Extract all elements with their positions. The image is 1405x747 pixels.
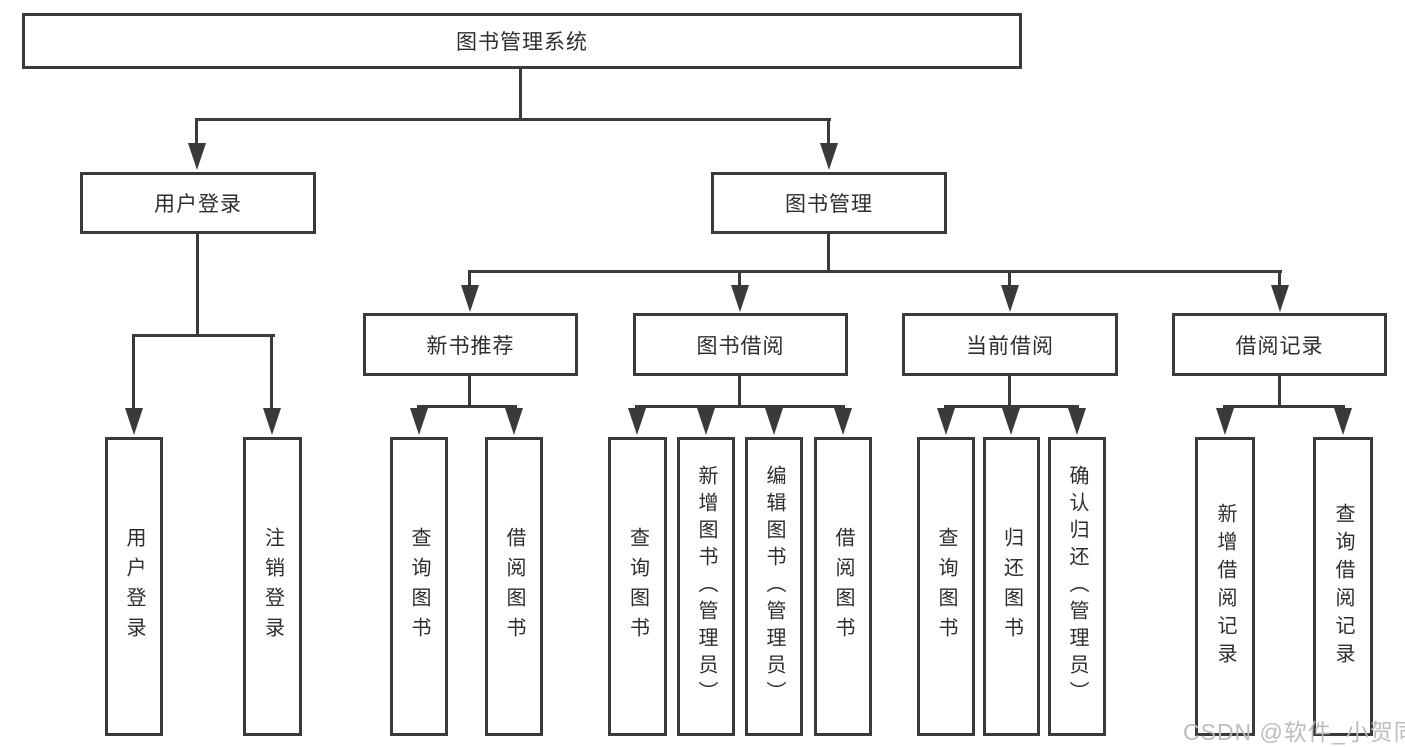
leaf-borrow-books-recommend: 借阅图书	[485, 437, 543, 736]
connector-bookmgmt-stem-4	[1278, 273, 1281, 286]
arrowhead-to-query-books-current	[937, 408, 955, 435]
arrowhead-to-query-borrow-record	[1334, 408, 1352, 435]
arrowhead-to-book-management	[820, 143, 838, 170]
arrowhead-to-add-borrow-record	[1216, 408, 1234, 435]
connector-borrowing-stub	[738, 376, 741, 407]
arrowhead-to-add-books-admin	[697, 408, 715, 435]
leaf-confirm-return-admin: 确认归还（管理员）	[1048, 437, 1106, 736]
arrowhead-to-leaf-logout	[263, 408, 281, 435]
arrowhead-to-user-login	[188, 143, 206, 170]
arrowhead-to-edit-books-admin	[765, 408, 783, 435]
leaf-borrow-books: 借阅图书	[814, 437, 872, 736]
node-borrowing-records: 借阅记录	[1172, 313, 1387, 376]
leaf-add-books-admin: 新增图书（管理员）	[677, 437, 735, 736]
leaf-query-books-current: 查询图书	[917, 437, 975, 736]
node-new-book-recommendation: 新书推荐	[363, 313, 578, 376]
connector-bookmgmt-stem-1	[468, 273, 471, 286]
leaf-logout: 注销登录	[243, 437, 302, 736]
leaf-add-borrow-record: 新增借阅记录	[1195, 437, 1255, 736]
connector-current-hline	[944, 405, 1079, 408]
connector-records-hline	[1223, 405, 1345, 408]
arrowhead-to-leaf-user-login	[125, 408, 143, 435]
node-library-management-system: 图书管理系统	[22, 13, 1022, 69]
leaf-return-books: 归还图书	[983, 437, 1040, 736]
arrowhead-to-borrow-books-recommend	[505, 408, 523, 435]
connector-bookmgmt-stem-2	[738, 273, 741, 286]
connector-userlogin-hline	[132, 334, 275, 337]
arrowhead-to-query-books-recommend	[410, 408, 428, 435]
leaf-edit-books-admin: 编辑图书（管理员）	[745, 437, 803, 736]
arrowhead-to-query-books-borrow	[628, 408, 646, 435]
connector-userlogin-left-stem	[132, 337, 135, 409]
connector-recommend-stub	[468, 376, 471, 407]
connector-bookmgmt-stub	[827, 234, 830, 273]
arrowhead-to-return-books	[1002, 408, 1020, 435]
arrowhead-to-borrow-books	[834, 408, 852, 435]
node-book-borrowing: 图书借阅	[633, 313, 848, 376]
connector-root-stub	[519, 68, 522, 121]
connector-current-stub	[1008, 376, 1011, 407]
connector-recommend-hline	[417, 405, 517, 408]
watermark-csdn: CSDN @软件_小贺同学	[1183, 719, 1405, 745]
connector-userlogin-stub	[196, 234, 199, 337]
leaf-query-books-recommend: 查询图书	[390, 437, 448, 736]
leaf-query-borrow-record: 查询借阅记录	[1313, 437, 1373, 736]
connector-root-left-stem	[195, 121, 198, 144]
leaf-user-login: 用户登录	[105, 437, 163, 736]
connector-userlogin-right-stem	[270, 337, 273, 409]
arrowhead-to-book-borrowing	[731, 285, 749, 312]
node-book-management: 图书管理	[711, 172, 947, 234]
connector-borrowing-hline	[635, 405, 845, 408]
leaf-query-books-borrow: 查询图书	[608, 437, 667, 736]
connector-bookmgmt-stem-3	[1008, 273, 1011, 286]
arrowhead-to-current-borrowing	[1001, 285, 1019, 312]
arrowhead-to-new-book-recommendation	[461, 285, 479, 312]
connector-root-right-stem	[827, 121, 830, 144]
node-user-login: 用户登录	[80, 172, 316, 234]
arrowhead-to-borrowing-records	[1271, 285, 1289, 312]
connector-root-hline	[195, 118, 831, 121]
connector-records-stub	[1278, 376, 1281, 407]
connector-bookmgmt-hline	[468, 270, 1282, 273]
node-current-borrowing: 当前借阅	[902, 313, 1118, 376]
arrowhead-to-confirm-return-admin	[1068, 408, 1086, 435]
